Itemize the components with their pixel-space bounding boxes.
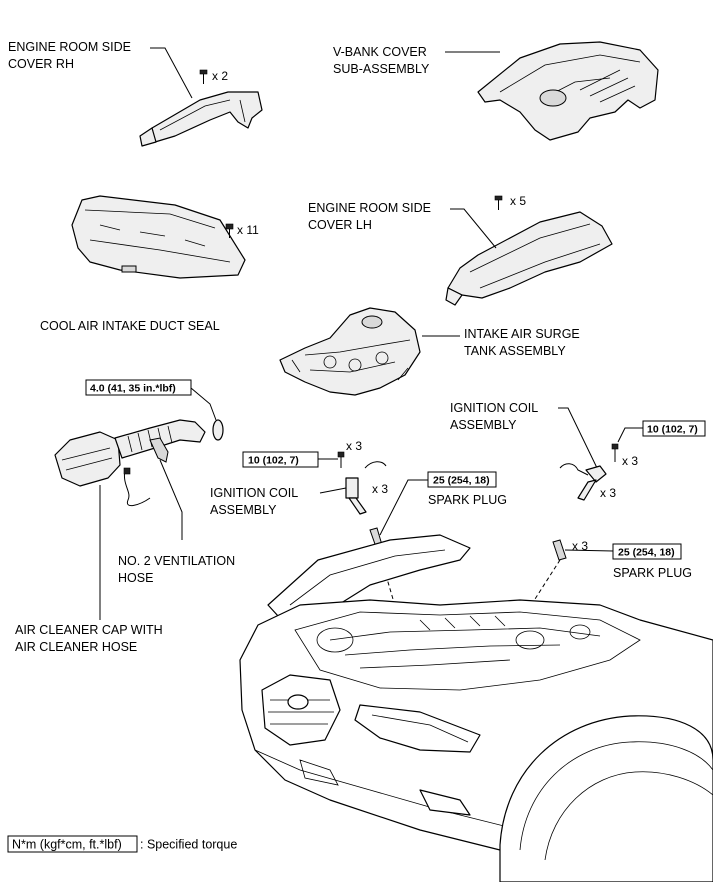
label-no2-ventilation-hose-line1: NO. 2 VENTILATION	[118, 554, 235, 568]
engine-room-side-cover-lh	[445, 211, 613, 306]
torque-box-air-cleaner: 4.0 (41, 35 in.*lbf)	[85, 379, 192, 396]
legend-unit-box: N*m (kgf*cm, ft.*lbf)	[12, 838, 122, 852]
leader-right-spark-plug	[564, 549, 614, 552]
label-engine-room-side-cover-lh-line1: ENGINE ROOM SIDE	[308, 201, 431, 215]
left-coil-bolt-qty: x 3	[346, 439, 362, 453]
label-v-bank-cover-line1: V-BANK COVER	[333, 45, 427, 59]
right-coil-qty: x 3	[600, 486, 616, 500]
torque-box-left-coil-bolt: 10 (102, 7)	[242, 451, 319, 468]
torque-air-cleaner-hose-clamp: 4.0 (41, 35 in.*lbf)	[90, 383, 176, 395]
lh-cover-bolt-icon	[494, 195, 503, 210]
cool-air-intake-duct-seal	[71, 195, 246, 279]
label-spark-plug-left: SPARK PLUG	[428, 493, 507, 507]
rh-cover-bolt-qty: x 2	[212, 69, 228, 83]
torque-box-right-coil-bolt: 10 (102, 7)	[642, 420, 706, 437]
label-no2-ventilation-hose-line2: HOSE	[118, 571, 153, 585]
label-air-cleaner-cap-line2: AIR CLEANER HOSE	[15, 640, 137, 654]
leader-left-coil	[319, 487, 347, 494]
legend: N*m (kgf*cm, ft.*lbf) : Specified torque	[7, 835, 237, 853]
leader-lh-cover	[450, 208, 497, 249]
torque-right-coil-bolt: 10 (102, 7)	[647, 424, 698, 436]
duct-seal-clip-icon	[225, 223, 234, 238]
right-spark-plug	[552, 539, 567, 561]
leader-rh-cover	[150, 47, 193, 99]
torque-box-right-spark-plug: 25 (254, 18)	[612, 543, 682, 560]
label-v-bank-cover-line2: SUB-ASSEMBLY	[333, 62, 430, 76]
label-ignition-coil-left-line1: IGNITION COIL	[210, 486, 298, 500]
right-ignition-coil-assembly	[559, 463, 607, 501]
engine-room-side-cover-rh	[139, 91, 263, 147]
leader-right-coil-bolt-torque	[617, 427, 643, 443]
rh-cover-bolt-icon	[199, 69, 208, 84]
legend-description: : Specified torque	[140, 838, 237, 852]
torque-box-left-spark-plug: 25 (254, 18)	[427, 471, 497, 488]
label-intake-air-surge-tank-line2: TANK ASSEMBLY	[464, 344, 566, 358]
leader-air-cleaner-torque	[190, 387, 217, 421]
vehicle-front-illustration	[239, 534, 713, 882]
lh-cover-bolt-qty: x 5	[510, 194, 526, 208]
label-engine-room-side-cover-rh-line2: COVER RH	[8, 57, 74, 71]
label-engine-room-side-cover-lh-line2: COVER LH	[308, 218, 372, 232]
label-ignition-coil-right-line1: IGNITION COIL	[450, 401, 538, 415]
no2-ventilation-hose	[149, 437, 169, 463]
torque-left-spark-plug: 25 (254, 18)	[433, 475, 490, 487]
leader-right-coil	[558, 407, 599, 471]
label-spark-plug-right: SPARK PLUG	[613, 566, 692, 580]
torque-left-coil-bolt: 10 (102, 7)	[248, 455, 299, 467]
left-coil-qty: x 3	[372, 482, 388, 496]
label-cool-air-intake-duct-seal: COOL AIR INTAKE DUCT SEAL	[40, 319, 220, 333]
leader-ventilation-hose	[159, 459, 183, 540]
right-plug-qty: x 3	[572, 539, 588, 553]
torque-right-spark-plug: 25 (254, 18)	[618, 547, 675, 559]
left-coil-bolt-icon	[337, 451, 345, 468]
right-coil-bolt-icon	[611, 443, 619, 462]
leader-left-spark-plug	[379, 479, 428, 536]
intake-air-surge-tank-assembly	[279, 307, 421, 396]
label-air-cleaner-cap-line1: AIR CLEANER CAP WITH	[15, 623, 163, 637]
label-ignition-coil-left-line2: ASSEMBLY	[210, 503, 277, 517]
air-cleaner-cap-with-hose	[54, 419, 224, 507]
label-engine-room-side-cover-rh-line1: ENGINE ROOM SIDE	[8, 40, 131, 54]
duct-seal-clip-qty: x 11	[237, 223, 259, 237]
label-ignition-coil-right-line2: ASSEMBLY	[450, 418, 517, 432]
v-bank-cover-sub-assembly	[477, 41, 659, 141]
label-intake-air-surge-tank-line1: INTAKE AIR SURGE	[464, 327, 580, 341]
right-coil-bolt-qty: x 3	[622, 454, 638, 468]
